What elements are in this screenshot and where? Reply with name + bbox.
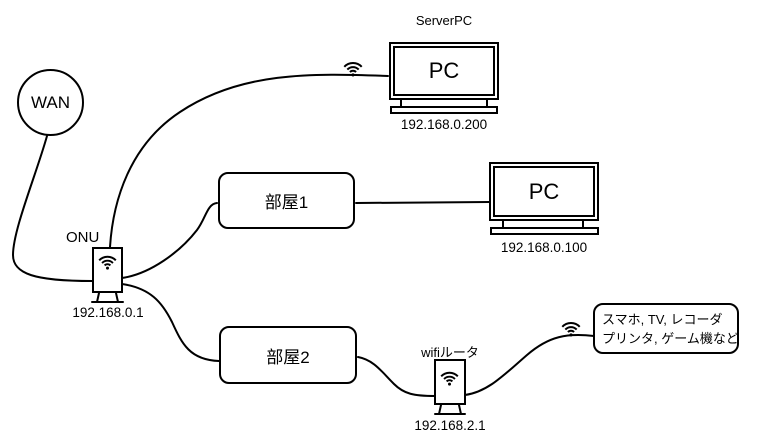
wire-onu-room2 — [121, 283, 220, 362]
router-label: wifiルータ — [421, 345, 479, 360]
clientpc-ip: 192.168.0.100 — [500, 240, 588, 255]
wifi-icon — [439, 370, 460, 386]
clientpc-screen: PC — [493, 166, 595, 217]
wireless-devices-line2: プリンタ, ゲーム機など — [602, 331, 739, 346]
router-node — [434, 359, 466, 405]
router-stand — [434, 404, 466, 415]
monitor-leg — [502, 221, 504, 227]
wifi-icon — [97, 254, 118, 270]
wireless-devices-line1: スマホ, TV, レコーダ — [602, 312, 723, 327]
wire-wan-onu — [11, 135, 93, 282]
monitor-stand — [490, 227, 599, 235]
wire-room2-router — [357, 356, 436, 397]
monitor-leg — [582, 221, 584, 227]
serverpc-screen: PC — [393, 46, 495, 96]
wifi-icon — [342, 60, 364, 77]
room1-node: 部屋1 — [218, 172, 355, 229]
room1-label: 部屋1 — [264, 193, 309, 212]
monitor-stand — [390, 106, 498, 114]
wire-onu-serverpc — [109, 73, 389, 248]
wire-room1-pc — [355, 201, 491, 204]
onu-label: ONU — [66, 229, 100, 246]
onu-stand — [91, 292, 124, 303]
router-ip: 192.168.2.1 — [414, 418, 486, 433]
wire-onu-room1 — [121, 202, 218, 279]
monitor-leg — [400, 100, 402, 106]
onu-ip: 192.168.0.1 — [72, 305, 144, 320]
room2-node: 部屋2 — [219, 326, 357, 384]
onu-node — [92, 247, 123, 293]
wan-node: WAN — [17, 69, 84, 136]
wireless-devices-node: スマホ, TV, レコーダ プリンタ, ゲーム機など — [593, 303, 739, 354]
monitor-leg — [486, 100, 488, 106]
serverpc-title: ServerPC — [415, 13, 473, 28]
clientpc-monitor: PC — [489, 162, 599, 221]
wifi-icon — [560, 320, 582, 337]
room2-label: 部屋2 — [266, 347, 310, 367]
wan-label: WAN — [30, 92, 71, 112]
serverpc-ip: 192.168.0.200 — [400, 117, 488, 132]
serverpc-monitor: PC — [389, 42, 499, 100]
